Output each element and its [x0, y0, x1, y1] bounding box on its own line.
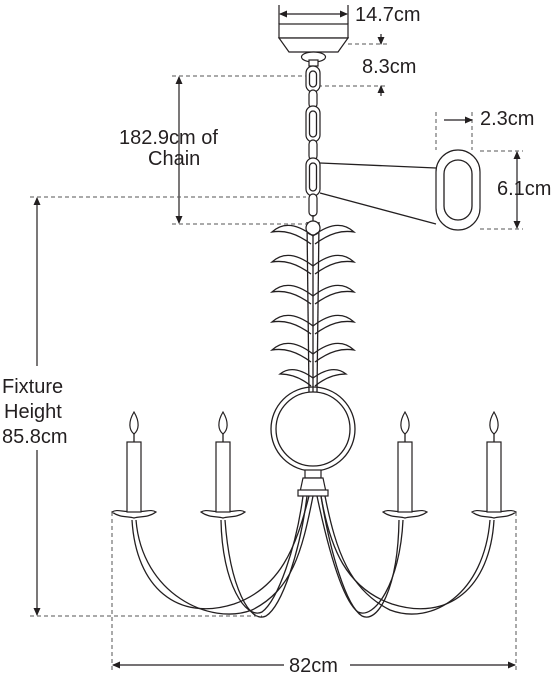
candle-3	[381, 410, 429, 519]
candle-4	[470, 410, 518, 519]
chain-link-detail	[319, 149, 481, 231]
chain-length-label-line2: Chain	[148, 148, 200, 170]
candle-1	[110, 410, 158, 519]
leaf-row-5	[269, 342, 357, 363]
fixture-height-label-line3: 85.8cm	[2, 426, 68, 448]
link-height-dimension: 6.1cm	[480, 150, 551, 230]
fixture-height-dimension: Fixture Height 85.8cm	[2, 196, 306, 617]
leaf-row-1	[269, 224, 357, 245]
fixture-width-dimension: 82cm	[111, 512, 517, 677]
leaf-row-3	[269, 284, 357, 305]
decorative-ring	[270, 386, 356, 472]
link-width-label: 2.3cm	[480, 108, 534, 130]
fixture-height-label-line2: Height	[4, 401, 62, 423]
candle-2	[199, 410, 247, 519]
chain-length-dimension: 182.9cm of Chain	[119, 75, 306, 225]
center-hub	[297, 469, 329, 497]
canopy-height-label: 8.3cm	[362, 56, 416, 78]
canopy-width-dimension: 14.7cm	[278, 4, 421, 26]
chain-length-label-line1: 182.9cm of	[119, 127, 218, 149]
leaf-row-4	[269, 314, 357, 335]
arms	[131, 495, 495, 618]
chain	[305, 65, 321, 217]
canopy-height-dimension: 8.3cm	[318, 34, 416, 96]
canopy	[277, 23, 350, 67]
fixture-height-label-line1: Fixture	[2, 376, 63, 398]
link-height-label: 6.1cm	[497, 178, 551, 200]
fixture-width-label: 82cm	[289, 655, 338, 677]
link-width-dimension: 2.3cm	[435, 108, 534, 150]
canopy-width-label: 14.7cm	[355, 4, 421, 26]
leaf-column	[269, 215, 357, 393]
leaf-row-6	[278, 368, 348, 387]
leaf-row-2	[269, 254, 357, 275]
